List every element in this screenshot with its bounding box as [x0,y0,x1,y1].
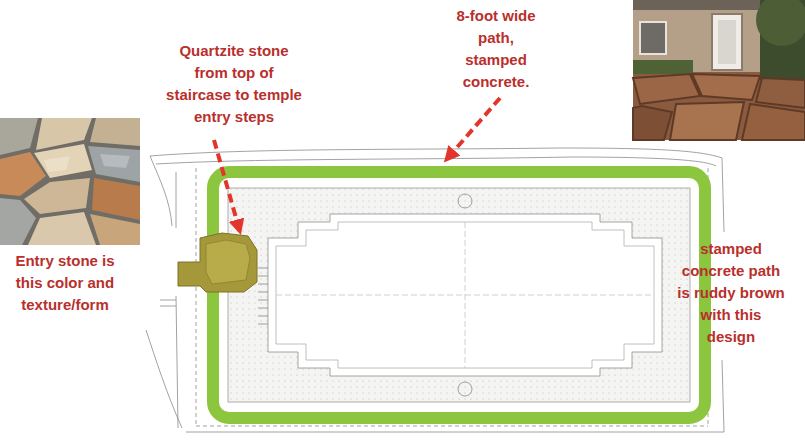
site-plan-linework [276,222,654,368]
stamped-concrete-photo [633,74,700,104]
concrete-path [213,172,705,418]
quartzite-photo [44,156,70,172]
stamped-concrete-photo [633,106,672,140]
quartzite-photo [92,178,140,220]
site-plan-linework [228,188,690,402]
site-plan-linework [150,156,172,226]
quartzite-photo [100,154,130,168]
stamped-concrete-photo [640,22,666,54]
annotation-label: Entry stone is this color and texture/fo… [6,250,124,316]
stamped-concrete-photo [742,104,805,140]
site-plan-linework [186,432,724,433]
site-plan-linework [156,157,716,166]
stamped-concrete-photo [633,60,693,74]
quartzite-photo [34,144,92,178]
quartzite-photo [0,118,38,155]
site-plan-linework [176,172,178,428]
label-holder: Quartzite stone from top of staircase to… [164,40,304,128]
quartzite-photo [28,212,96,245]
label-holder: 8-foot wide path, stamped concrete. [450,5,542,93]
quartzite-photo [88,146,140,182]
stamped-concrete-photo [756,0,805,46]
quartzite-photo [24,178,90,214]
stamped-concrete-photo [670,102,744,140]
annotation-label: stamped concrete path is ruddy brown wit… [675,238,787,348]
site-plan-linework [150,148,722,158]
site-plan-linework [458,382,472,396]
quartzite-photo [0,118,140,245]
quartzite-photo [90,214,140,245]
quartzite-photo [0,118,140,245]
quartzite-entry [178,233,257,292]
stamped-concrete-photo [756,78,805,108]
label-holder: Entry stone is this color and texture/fo… [6,250,124,316]
stamped-concrete-photo [633,0,805,140]
site-plan-linework [258,268,268,324]
stamped-concrete-photo [718,20,736,64]
site-plan-linework [196,426,708,427]
stamped-concrete-photo [712,14,742,70]
site-plan-linework [268,214,662,376]
quartzite-photo [90,118,140,146]
site-plan-linework [146,330,182,428]
leader-arrows [446,98,500,160]
quartzite-photo [0,198,36,245]
quartzite-entry [178,233,257,292]
site-plan-linework [458,194,472,208]
stamped-concrete-photo [692,74,760,100]
site-plan-linework [276,222,654,368]
quartzite-entry [206,240,250,284]
leader-arrows [214,140,240,232]
site-plan-linework [146,148,724,432]
site-plan-linework [196,168,708,426]
site-plan-linework [160,300,176,306]
annotation-label: Quartzite stone from top of staircase to… [164,40,304,128]
label-holder: stamped concrete path is ruddy brown wit… [675,238,787,348]
annotation-label: 8-foot wide path, stamped concrete. [450,5,542,93]
